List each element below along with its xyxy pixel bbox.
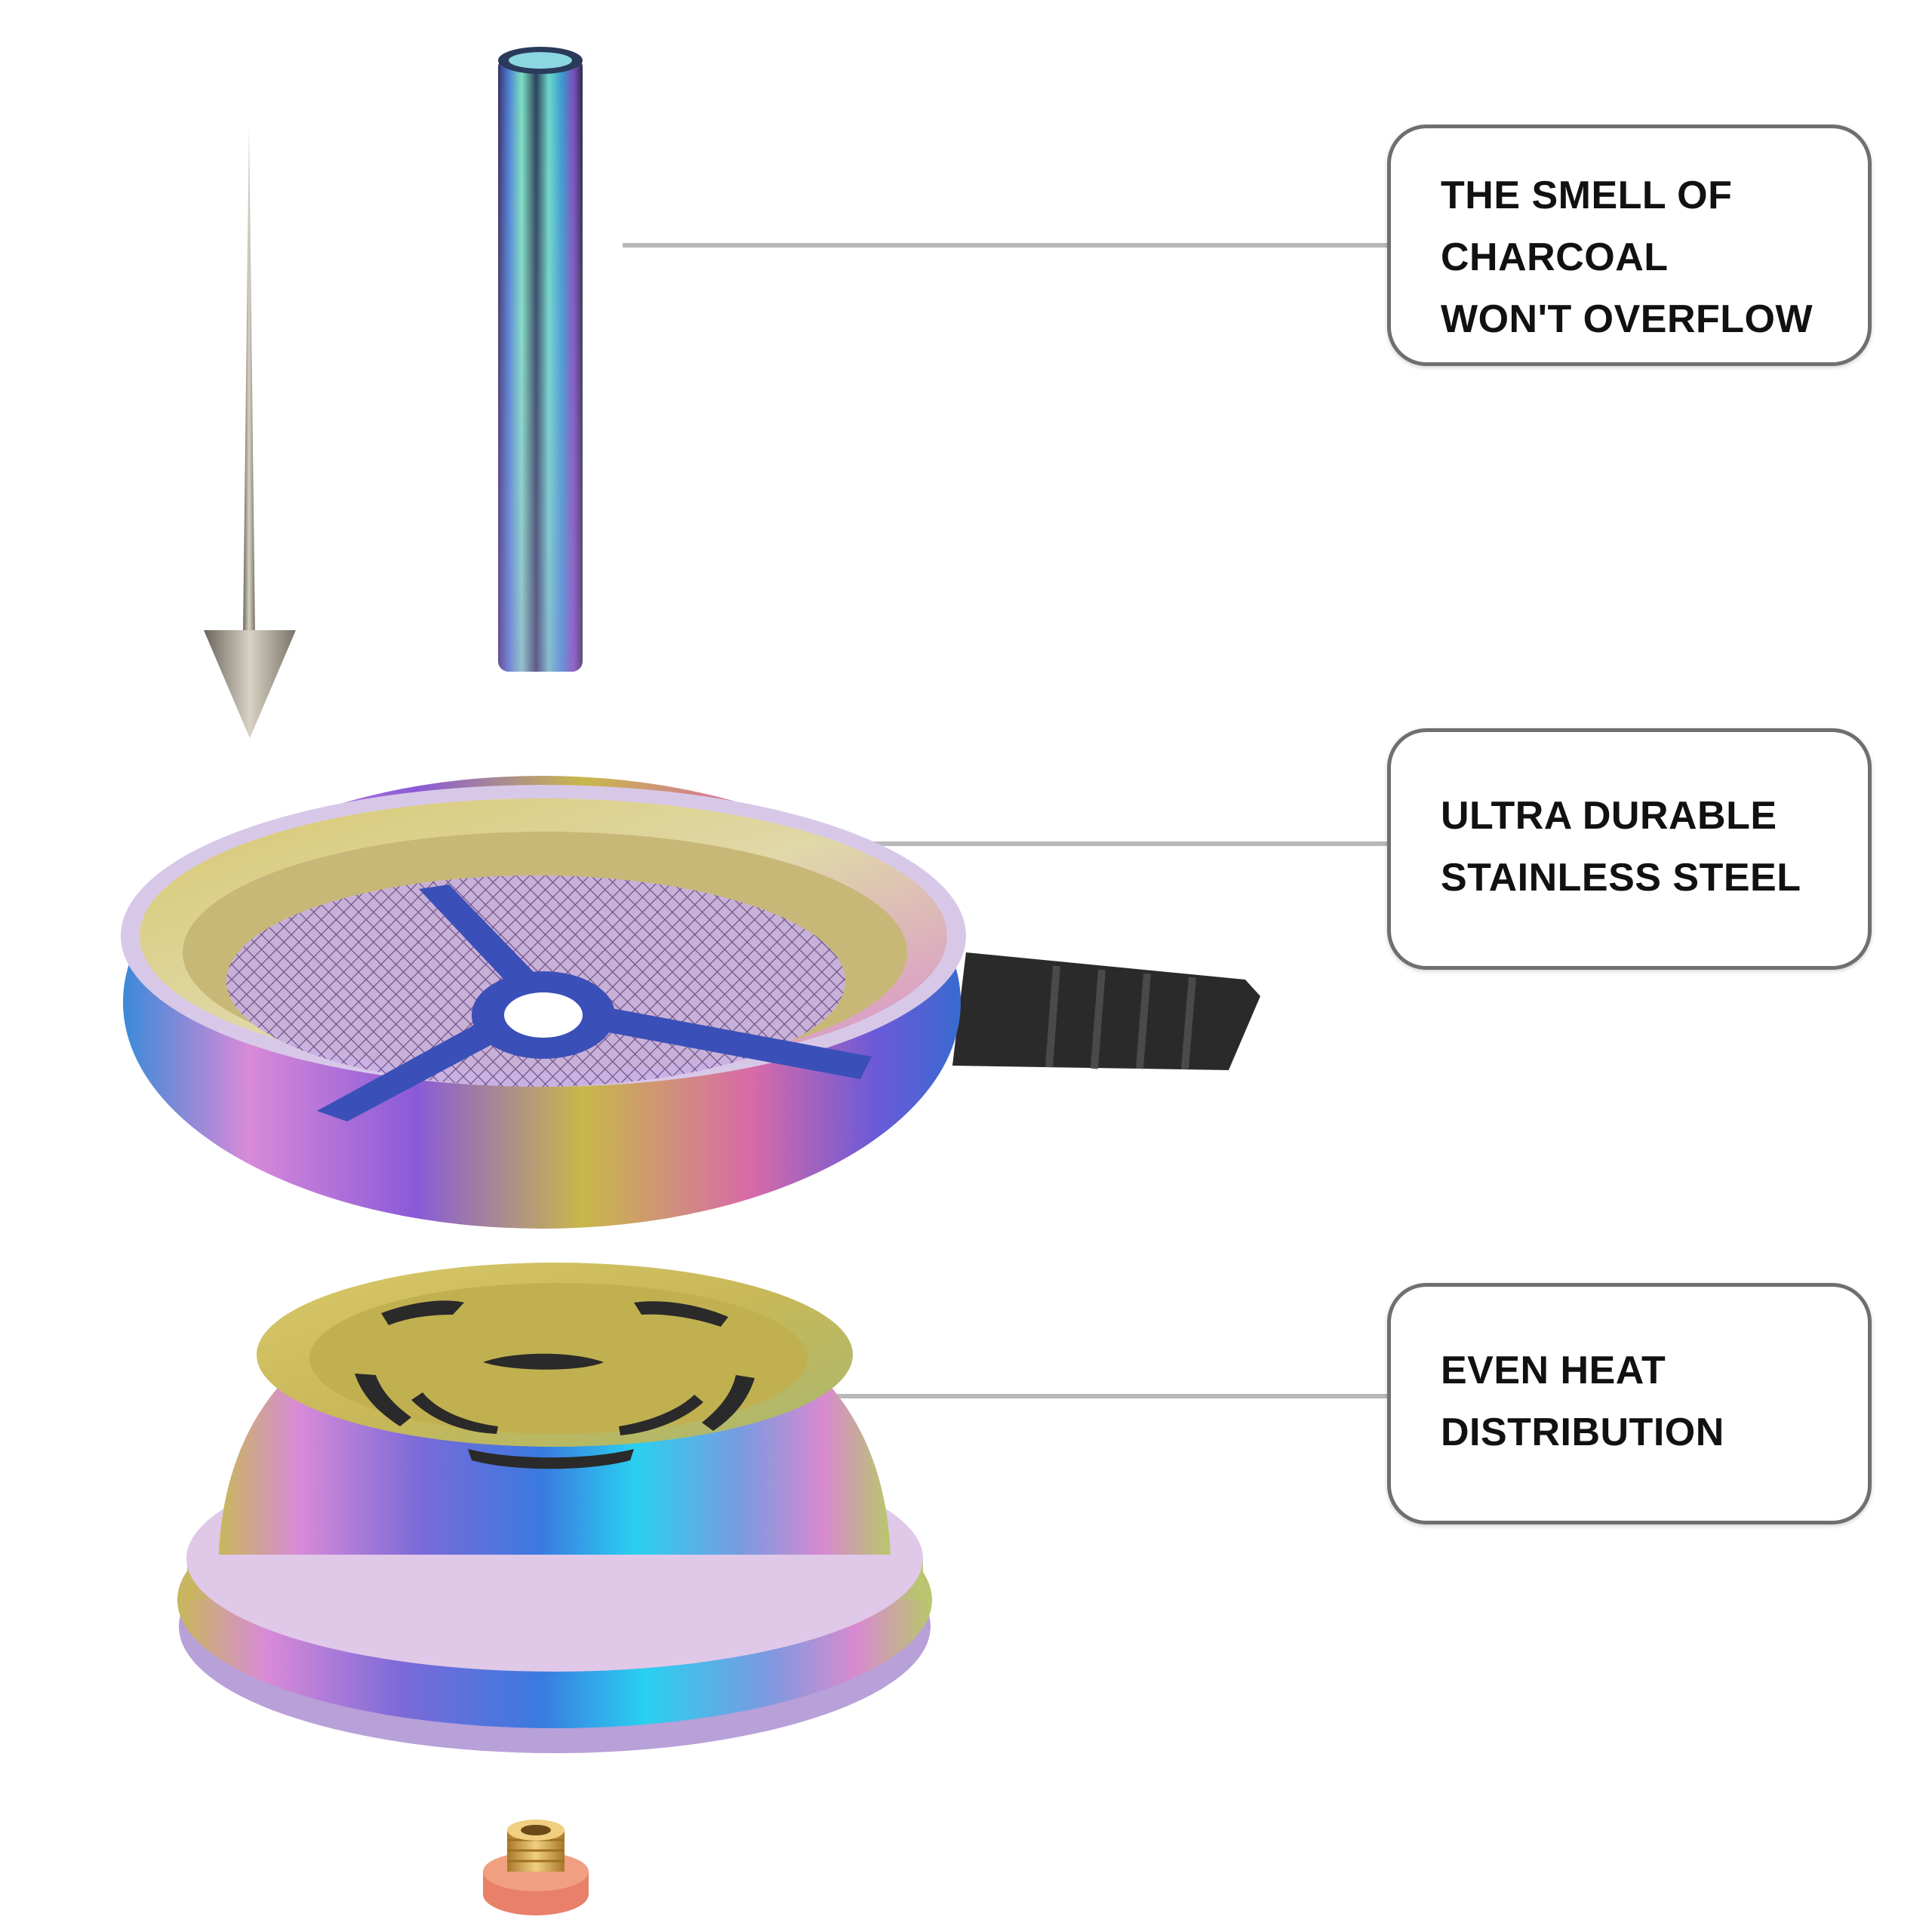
brass-adapter bbox=[483, 1820, 589, 1915]
down-arrow-icon bbox=[204, 125, 296, 738]
callout-smell-of-charcoal: THE SMELL OF CHARCOAL WON'T OVERFLOW bbox=[1387, 125, 1872, 366]
callout-text: THE SMELL OF CHARCOAL WON'T OVERFLOW bbox=[1441, 174, 1814, 341]
callout-even-heat: EVEN HEAT DISTRIBUTION bbox=[1387, 1283, 1872, 1524]
rainbow-tube bbox=[498, 47, 583, 672]
callout-stainless-steel: ULTRA DURABLE STAINLESS STEEL bbox=[1387, 728, 1872, 970]
charcoal-tray bbox=[121, 776, 1260, 1229]
heat-bowl bbox=[177, 1263, 932, 1753]
callout-text: EVEN HEAT DISTRIBUTION bbox=[1441, 1349, 1724, 1454]
callout-text: ULTRA DURABLE STAINLESS STEEL bbox=[1441, 794, 1801, 900]
